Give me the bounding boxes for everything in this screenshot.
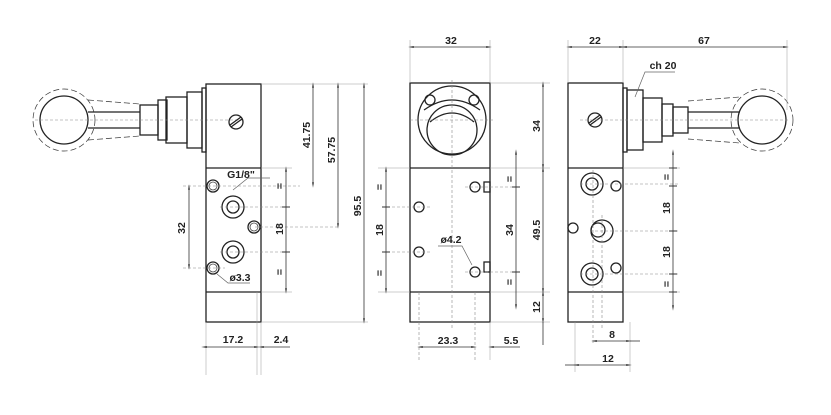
dim-22: 22 <box>589 35 601 47</box>
dim-equal: = <box>661 174 673 180</box>
port-thread-label: G1/8" <box>227 169 255 181</box>
mounting-hole <box>567 222 579 234</box>
screw-icon <box>228 114 244 130</box>
lever-stem <box>88 111 140 129</box>
dim-57-75: 57.75 <box>326 137 338 163</box>
dim-5-5: 5.5 <box>504 335 519 347</box>
dim-18: 18 <box>274 223 286 235</box>
front-view: 32 = 18 = = 34 = 34 49.5 12 ø4.2 23.3 5.… <box>374 35 550 360</box>
valve-body <box>205 83 262 323</box>
dim-equal: = <box>274 269 286 275</box>
dim-12: 12 <box>602 353 614 365</box>
dim-95-5: 95.5 <box>352 196 364 217</box>
lever-stem <box>688 111 740 129</box>
dim-32: 32 <box>176 222 188 234</box>
dim-17-2: 17.2 <box>223 334 244 346</box>
valve-body <box>409 82 491 323</box>
dim-32: 32 <box>445 35 457 47</box>
right-side-view: 22 67 ch 20 = 18 18 = 8 12 <box>565 35 794 372</box>
dim-2-4: 2.4 <box>274 334 289 346</box>
dim-67: 67 <box>698 35 710 47</box>
dim-41-75: 41.75 <box>301 122 313 148</box>
valve-body <box>567 82 624 323</box>
mounting-hole <box>610 262 622 274</box>
dim-equal: = <box>661 281 673 287</box>
dim-equal: = <box>504 279 516 285</box>
hole-diameter-label: ø3.3 <box>229 272 250 284</box>
mounting-hole <box>610 180 622 192</box>
wrench-size-label: ch 20 <box>650 60 677 72</box>
dim-18: 18 <box>661 202 673 214</box>
dim-8: 8 <box>609 329 615 341</box>
dim-18: 18 <box>374 224 386 236</box>
hole-diameter-label: ø4.2 <box>440 234 461 246</box>
dim-34: 34 <box>504 224 516 236</box>
dim-23-3: 23.3 <box>438 335 459 347</box>
lever-ball-swing-outline <box>730 88 794 152</box>
dim-equal: = <box>374 184 386 190</box>
dim-49-5: 49.5 <box>531 220 543 241</box>
dim-equal: = <box>504 176 516 182</box>
left-side-view: 32 = 18 = 41.75 57.75 95.5 G1/8" ø3.3 17… <box>32 82 368 375</box>
dim-equal: = <box>374 270 386 276</box>
dim-12: 12 <box>531 301 543 313</box>
dim-18: 18 <box>661 246 673 258</box>
dim-34-top: 34 <box>531 120 543 132</box>
hex-nut <box>186 91 203 149</box>
dim-equal: = <box>274 183 286 189</box>
